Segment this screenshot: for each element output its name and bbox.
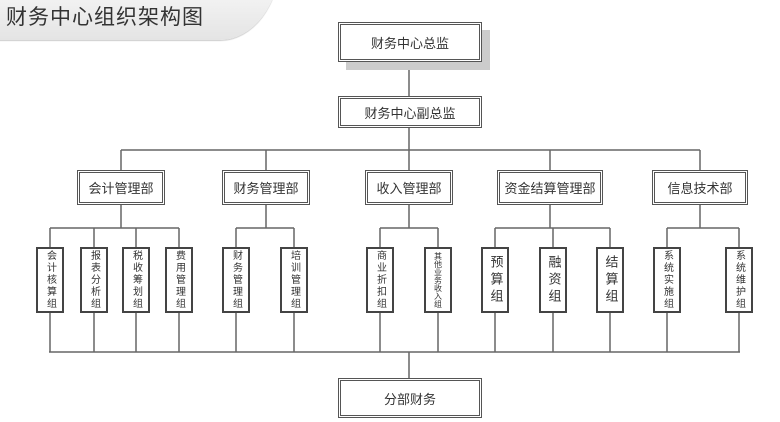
department-box: 资金结算管理部: [497, 170, 603, 205]
department-box: 会计管理部: [77, 170, 165, 205]
department-box: 收入管理部: [365, 170, 453, 205]
group-box: 税收筹划组: [122, 247, 150, 313]
department-box: 财务管理部: [222, 170, 310, 205]
department-box: 信息技术部: [652, 170, 748, 205]
group-box: 会计核算组: [36, 247, 64, 313]
group-box: 融资组: [539, 247, 567, 313]
director-box: 财务中心总监: [338, 22, 482, 62]
group-box: 培训管理组: [280, 247, 308, 313]
group-box: 财务管理组: [222, 247, 250, 313]
group-box: 系统实施组: [653, 247, 681, 313]
group-box: 报表分析组: [80, 247, 108, 313]
branch-box: 分部财务: [338, 378, 482, 418]
group-box: 其他业务收入组: [424, 247, 452, 313]
group-box: 商业折扣组: [366, 247, 394, 313]
group-box: 系统维护组: [725, 247, 753, 313]
group-box: 费用管理组: [165, 247, 193, 313]
group-box: 预算组: [481, 247, 509, 313]
page-title: 财务中心组织架构图: [6, 5, 204, 29]
group-box: 结算组: [596, 247, 624, 313]
title-banner: [0, 0, 280, 40]
deputy-box: 财务中心副总监: [338, 96, 482, 128]
